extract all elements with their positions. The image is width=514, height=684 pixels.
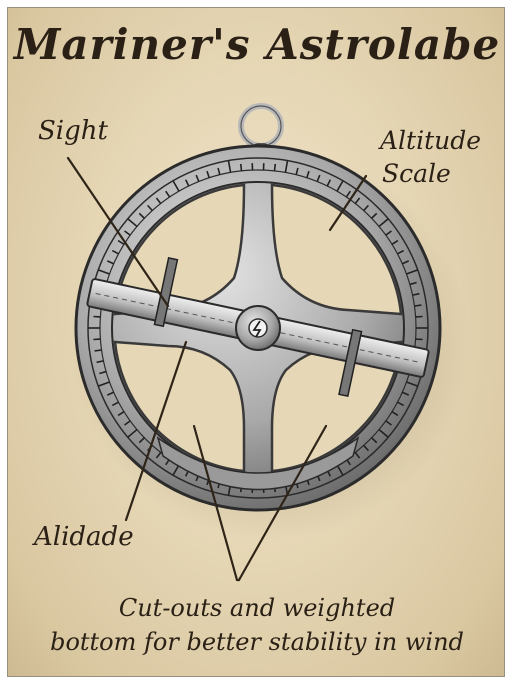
label-sight: Sight xyxy=(38,116,108,146)
scale-tick xyxy=(414,305,421,306)
caption-line-2: bottom for better stability in wind xyxy=(8,628,505,656)
astrolabe-illustration: Mariner's Astrolabe Sight Altitude Scale… xyxy=(7,7,505,677)
label-alidade: Alidade xyxy=(34,522,134,552)
diagram-title: Mariner's Astrolabe xyxy=(8,20,505,69)
scale-tick xyxy=(95,350,102,351)
scale-tick xyxy=(241,164,242,171)
scale-tick xyxy=(275,164,276,171)
label-altitude: Altitude xyxy=(380,126,481,155)
label-scale: Scale xyxy=(382,159,451,188)
astrolabe-drawing xyxy=(8,8,505,677)
caption-line-1: Cut-outs and weighted xyxy=(8,594,505,622)
